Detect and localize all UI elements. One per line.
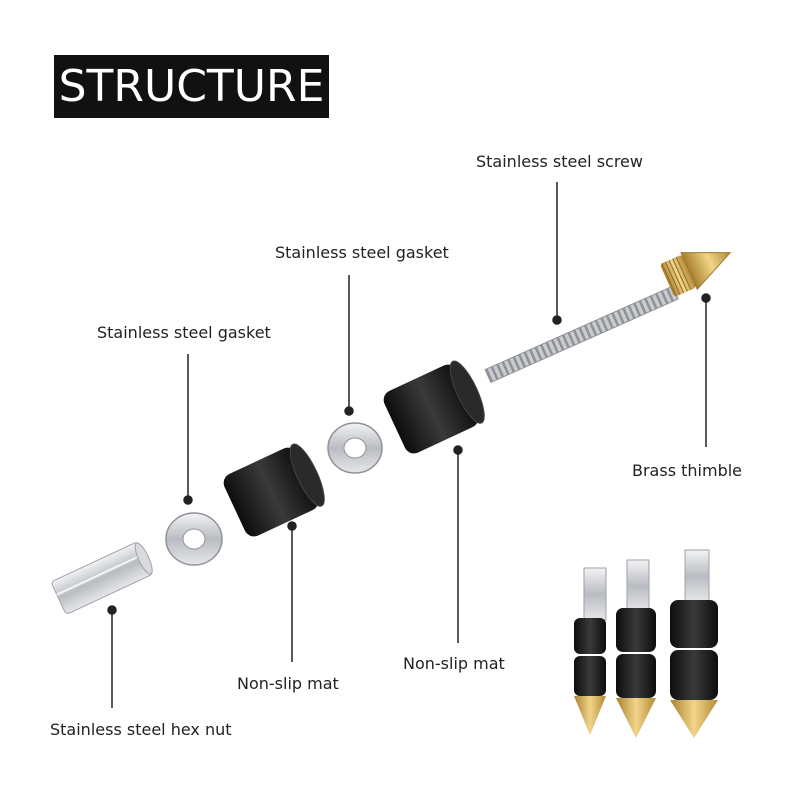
non-slip-mat-left: [223, 443, 325, 537]
assembled-spike-small: [574, 567, 607, 735]
label-mat-left: Non-slip mat: [237, 674, 339, 693]
title-banner: STRUCTURE: [54, 55, 329, 118]
leader-mat-left-dot: [287, 521, 297, 531]
gasket-top: [327, 422, 383, 474]
label-gasket-left: Stainless steel gasket: [97, 323, 271, 342]
leader-gasket-left-dot: [183, 495, 193, 505]
leader-brass-dot: [701, 293, 711, 303]
page-title: STRUCTURE: [58, 61, 325, 112]
label-hex-nut: Stainless steel hex nut: [50, 720, 232, 739]
assembled-spikes: [574, 549, 718, 738]
non-slip-mat-right: [383, 360, 485, 454]
assembled-spike-large: [670, 549, 718, 738]
label-screw: Stainless steel screw: [476, 152, 643, 171]
leader-gasket-top-dot: [344, 406, 354, 416]
label-gasket-top: Stainless steel gasket: [275, 243, 449, 262]
hex-nut: [51, 542, 153, 614]
leader-hex-nut-dot: [107, 605, 117, 615]
label-brass-thimble: Brass thimble: [632, 461, 743, 480]
leader-mat-right-dot: [453, 445, 463, 455]
brass-thimble: [660, 252, 732, 297]
label-mat-right: Non-slip mat: [403, 654, 505, 673]
gasket-left: [165, 512, 223, 566]
leader-screw-dot: [552, 315, 562, 325]
assembled-spike-medium: [616, 559, 656, 738]
steel-screw: [484, 285, 679, 384]
